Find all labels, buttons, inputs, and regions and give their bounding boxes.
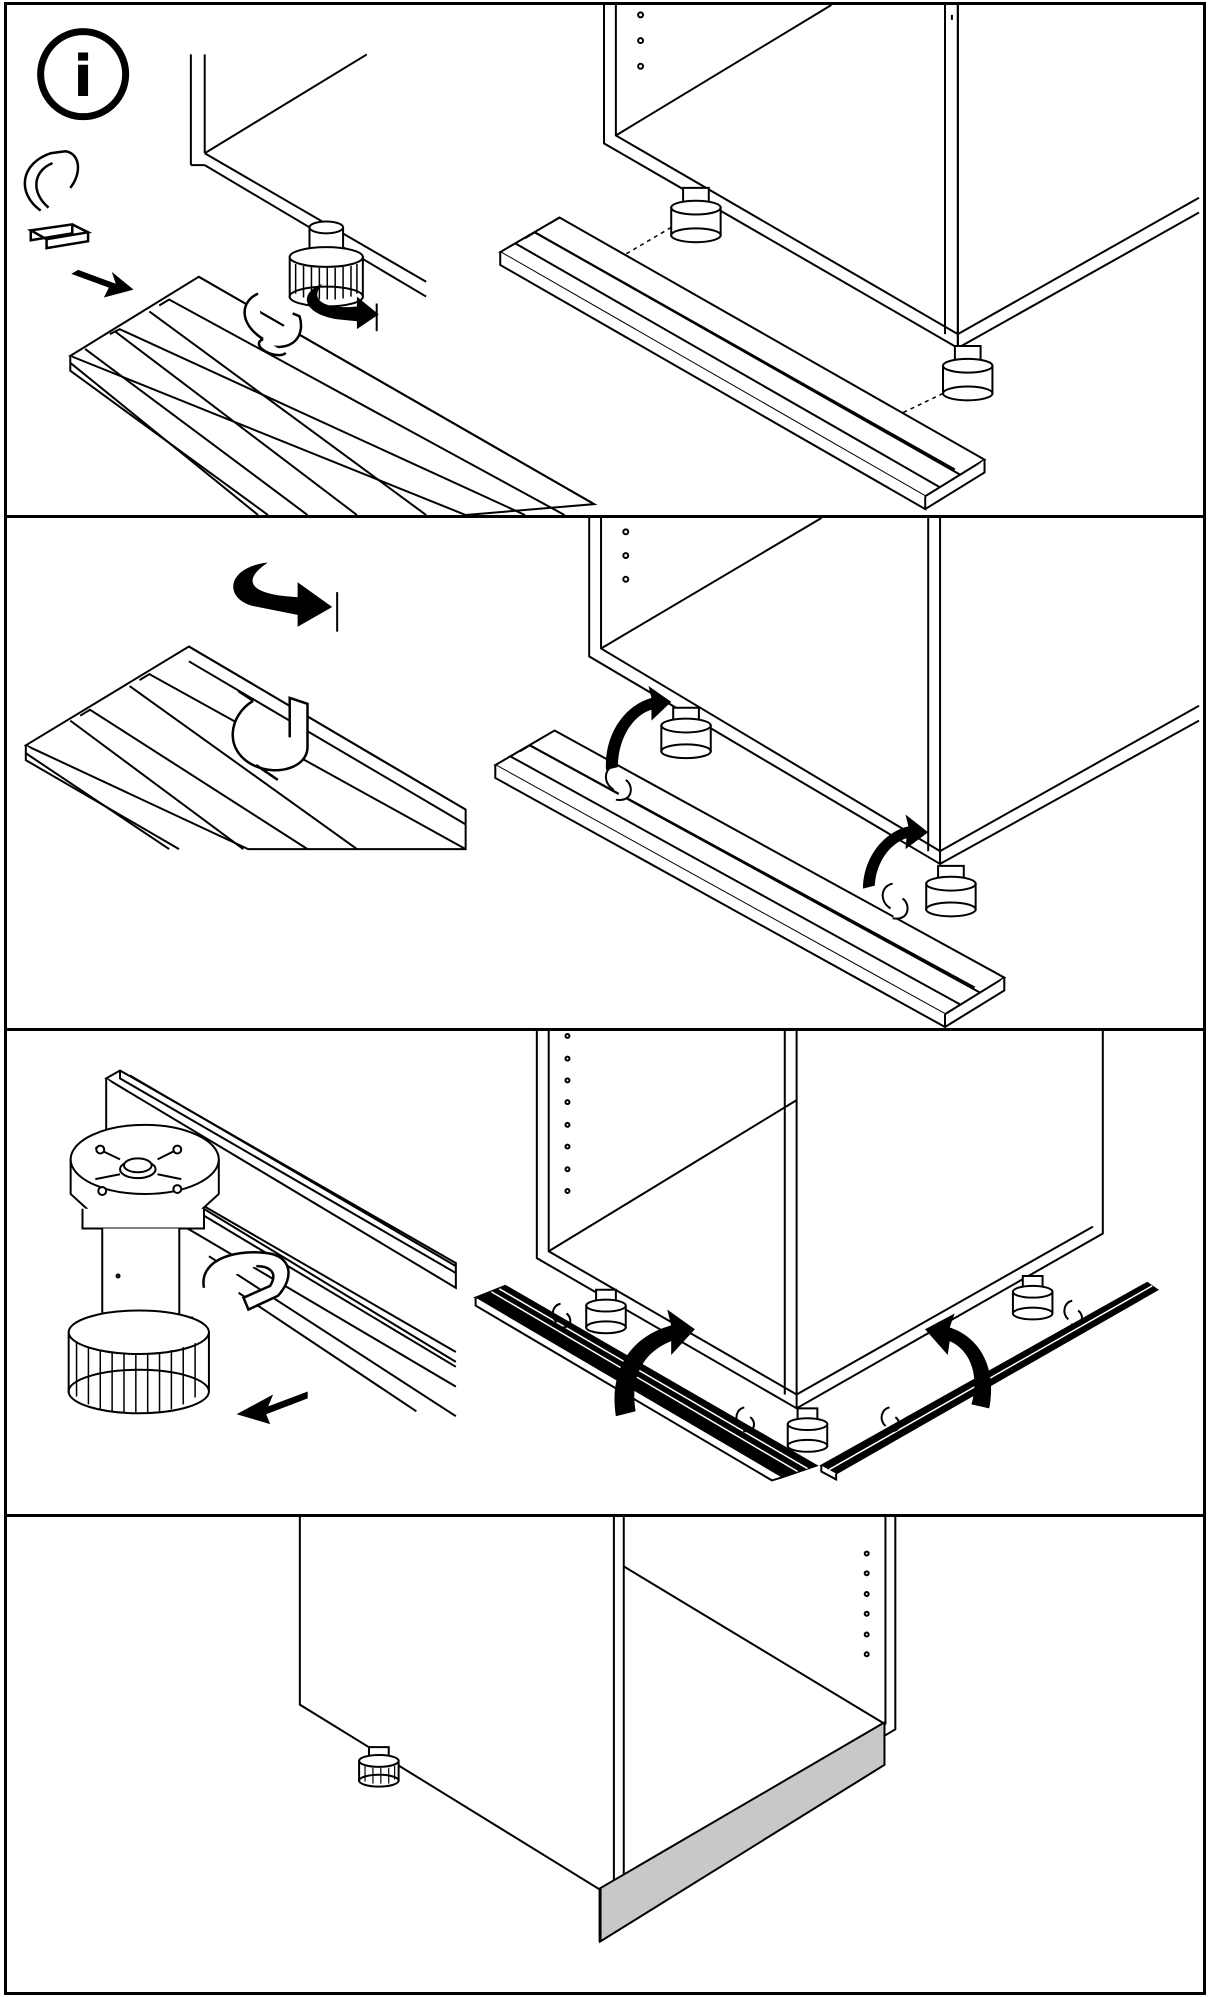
plinth-rail (495, 731, 1004, 1028)
snap-arrow-right-icon (862, 814, 929, 889)
cabinet-leg-back (943, 346, 992, 400)
step-4-illustration (7, 1517, 1203, 1992)
adjustable-leg (290, 221, 363, 306)
step-3-panel (4, 1028, 1206, 1517)
step-3-illustration (7, 1031, 1203, 1514)
info-glyph: i (73, 43, 93, 110)
plinth-panel (600, 1722, 884, 1941)
clip-rail-left-b (736, 1407, 754, 1431)
plinth-rail-left (70, 277, 594, 515)
cabinet-leg-back (926, 866, 975, 916)
snap-arrow-left-icon (605, 686, 672, 771)
clip-rail-left-a (553, 1304, 571, 1328)
clip-rail-right-a (882, 1407, 900, 1431)
cabinet (537, 1031, 1103, 1408)
cabinet-leg-left (586, 1290, 626, 1333)
clip-closeup (233, 691, 308, 780)
rotate-arrow-right-icon (925, 1313, 992, 1409)
cabinet-leg-front (661, 708, 710, 758)
step-4-panel (4, 1514, 1206, 1995)
cabinet-leg-front (788, 1408, 828, 1451)
step-1-illustration: i (7, 5, 1203, 515)
step-1-panel: i (4, 2, 1206, 518)
clip-on-rail (245, 294, 301, 356)
cabinet (589, 518, 1199, 864)
clip-right (883, 884, 908, 919)
cabinet (300, 1517, 895, 1898)
info-circle-icon: i (41, 32, 126, 117)
clip (25, 151, 88, 248)
rotate-arrow-left-icon (614, 1309, 695, 1417)
clip-rail-right-b (1064, 1301, 1082, 1325)
step-2-panel (4, 515, 1206, 1031)
rotate-arrow-icon (306, 283, 379, 331)
step-2-illustration (7, 518, 1203, 1028)
cabinet-leg-front (671, 188, 720, 242)
insert-arrow-icon (71, 269, 134, 298)
cabinet (604, 5, 1199, 348)
plinth-rail-right (500, 218, 984, 510)
adjustable-leg-closeup (69, 1125, 219, 1413)
clip-closeup (203, 1252, 288, 1309)
remove-arrow-icon (236, 1391, 308, 1425)
cabinet-leg-right (1013, 1276, 1053, 1319)
rotate-arrow-icon (233, 562, 337, 631)
cabinet-leg (359, 1747, 399, 1787)
